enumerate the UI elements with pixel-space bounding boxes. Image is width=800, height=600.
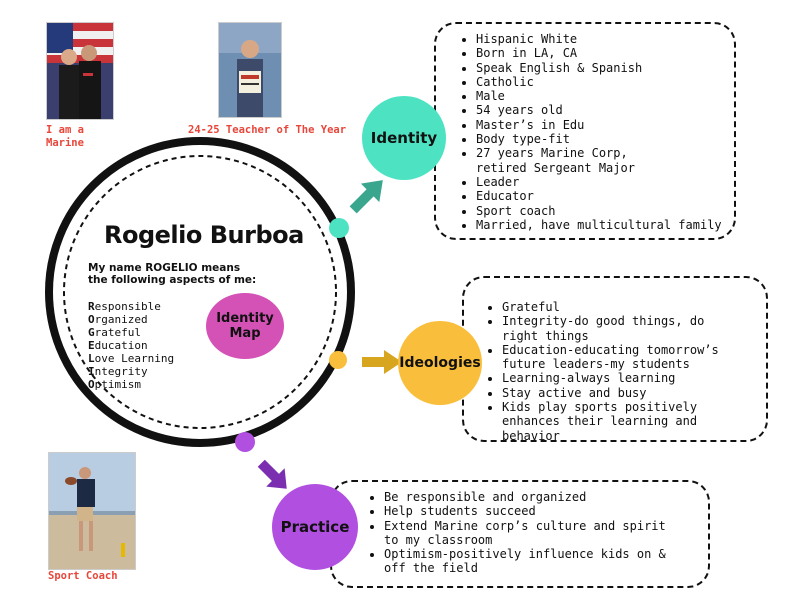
practice-arrow [257,459,287,489]
coach-photo [48,452,136,570]
name-values-list: Responsible Organized Grateful Education… [88,300,218,391]
list-item: Catholic [476,75,734,89]
value-item: Optimism [88,378,141,391]
identity-box: Hispanic White Born in LA, CA Speak Engl… [434,22,736,240]
value-item: Grateful [88,326,141,339]
identity-connector-dot [329,218,349,238]
teacher-photo [218,22,282,118]
list-item: Male [476,89,734,103]
practice-connector-dot [235,432,255,452]
identity-arrow [349,180,383,214]
value-item: Integrity [88,365,148,378]
list-item: Help students succeed [384,504,708,518]
list-item: Learning-always learning [502,371,766,385]
list-item: Hispanic White [476,32,734,46]
list-item: Body type-fit [476,132,734,146]
list-item: Married, have multicultural family [476,218,734,232]
identity-bubble: Identity [362,96,446,180]
center-ring [45,137,355,447]
marine-photo [46,22,114,120]
list-item: Born in LA, CA [476,46,734,60]
identity-map-badge: Identity Map [206,293,284,359]
list-item: Integrity-do good things, do right thing… [502,314,747,343]
marine-photo-image [47,23,113,119]
coach-caption: Sport Coach [48,570,118,582]
list-item: Be responsible and organized [384,490,708,504]
list-item: 27 years Marine Corp, retired Sergeant M… [476,146,676,175]
coach-photo-image [49,453,135,569]
value-item: Responsible [88,300,161,313]
practice-list: Be responsible and organized Help studen… [364,490,708,576]
name-intro-text: My name ROGELIO means the following aspe… [88,262,257,286]
ideologies-connector-dot [329,351,347,369]
identity-list: Hispanic White Born in LA, CA Speak Engl… [456,32,734,232]
list-item: Educator [476,189,734,203]
practice-bubble: Practice [272,484,358,570]
practice-box: Be responsible and organized Help studen… [330,480,710,588]
value-item: Love Learning [88,352,175,365]
marine-caption: I am a Marine [46,124,84,149]
list-item: 54 years old [476,103,734,117]
ideologies-arrow [362,350,402,374]
list-item: Extend Marine corp’s culture and spirit … [384,519,684,548]
list-item: Speak English & Spanish [476,61,734,75]
list-item: Education-educating tomorrow’s future le… [502,343,752,372]
list-item: Kids play sports positively enhances the… [502,400,760,443]
ideologies-list: Grateful Integrity-do good things, do ri… [482,300,766,443]
teacher-caption: 24-25 Teacher of The Year [188,124,347,136]
list-item: Sport coach [476,204,734,218]
ideologies-bubble: Ideologies [398,321,482,405]
list-item: Master’s in Edu [476,118,734,132]
ideologies-box: Grateful Integrity-do good things, do ri… [462,276,768,443]
list-item: Stay active and busy [502,386,766,400]
value-item: Education [88,339,148,352]
teacher-photo-image [219,23,281,117]
list-item: Grateful [502,300,766,314]
person-name: Rogelio Burboa [104,221,304,249]
list-item: Optimism-positively influence kids on & … [384,547,684,576]
value-item: Organized [88,313,148,326]
list-item: Leader [476,175,734,189]
